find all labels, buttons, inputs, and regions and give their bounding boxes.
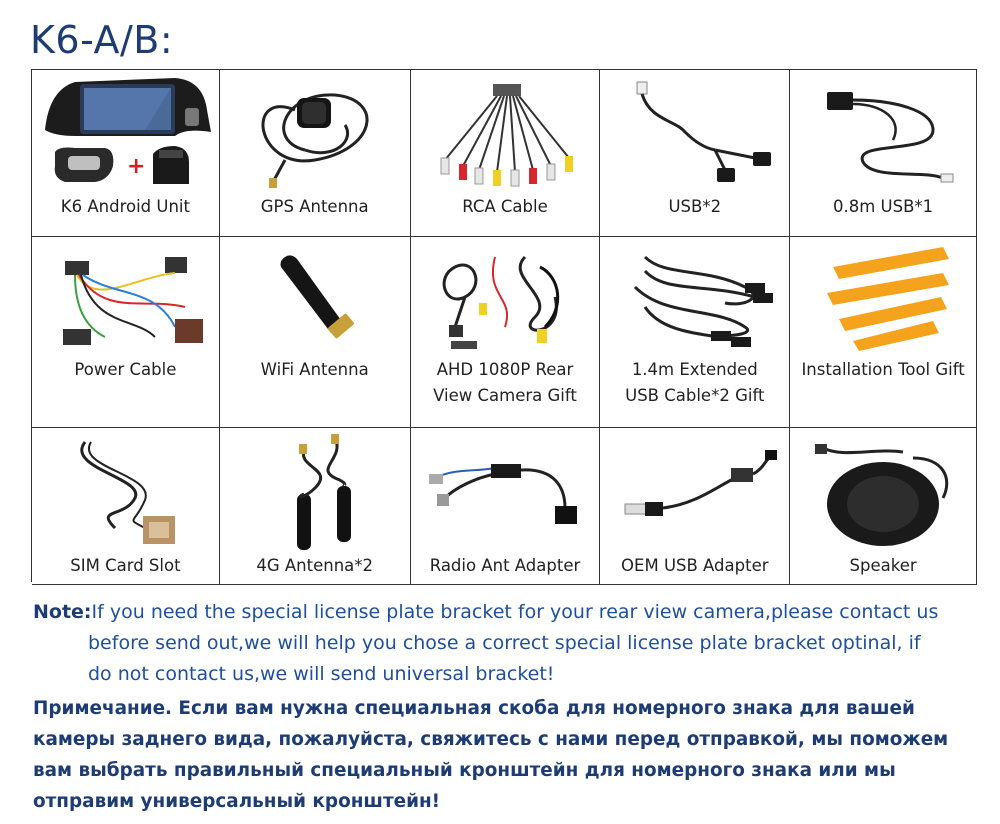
item-label: Power Cable xyxy=(74,360,177,379)
item-label: Speaker xyxy=(849,556,917,575)
note-text-3: do not contact us,we will send universal… xyxy=(88,663,555,685)
item-oem-usb-adapter: OEM USB Adapter xyxy=(600,428,791,584)
radio-adapter-image xyxy=(428,464,577,524)
item-power-cable: Power Cable xyxy=(32,237,220,427)
item-label: 1.4m Extended USB Cable*2 Gift xyxy=(625,360,765,405)
usb-cable-image xyxy=(636,81,771,182)
note-text-1: If you need the special license plate br… xyxy=(91,601,939,623)
usb-short-cable-image xyxy=(827,92,954,183)
item-4g-antenna: 4G Antenna*2 xyxy=(220,428,411,584)
note-line-1: Note:If you need the special license pla… xyxy=(33,597,983,628)
item-label: OEM USB Adapter xyxy=(621,556,769,575)
wifi-antenna-image xyxy=(280,255,354,339)
item-extended-usb: 1.4m Extended USB Cable*2 Gift xyxy=(600,237,791,427)
item-label: GPS Antenna xyxy=(260,197,369,216)
sim-card-slot-image xyxy=(80,441,176,544)
grid-row: + K6 Android Unit GPS Antenna xyxy=(32,70,977,237)
grid-row: Power Cable WiFi Antenna xyxy=(32,237,977,428)
item-radio-ant-adapter: Radio Ant Adapter xyxy=(411,428,601,584)
note-russian: Примечание. Если вам нужна специальная с… xyxy=(33,698,949,812)
item-installation-tool: Installation Tool Gift xyxy=(790,237,977,427)
note-label: Note: xyxy=(33,601,92,623)
item-gps-antenna: GPS Antenna xyxy=(220,70,411,236)
note-english: Note:If you need the special license pla… xyxy=(33,597,983,690)
item-usb-08m: 0.8m USB*1 xyxy=(790,70,977,236)
item-wifi-antenna: WiFi Antenna xyxy=(220,237,411,427)
svg-text:+: + xyxy=(127,154,145,179)
power-cable-image xyxy=(63,257,204,345)
item-rear-camera: AHD 1080P Rear View Camera Gift xyxy=(411,237,601,427)
item-speaker: Speaker xyxy=(790,428,977,584)
oem-usb-adapter-image xyxy=(624,450,777,516)
item-sim-card-slot: SIM Card Slot xyxy=(32,428,220,584)
item-label: 4G Antenna*2 xyxy=(256,556,374,575)
item-label: Installation Tool Gift xyxy=(801,360,965,379)
item-label: 0.8m USB*1 xyxy=(832,197,934,216)
rear-camera-image xyxy=(442,255,560,349)
item-label: Radio Ant Adapter xyxy=(429,556,581,575)
gps-antenna-image xyxy=(261,93,369,188)
speaker-image xyxy=(815,444,949,546)
item-rca-cable: RCA Cable xyxy=(411,70,601,236)
grid-row: SIM Card Slot 4G Antenna*2 xyxy=(32,428,977,585)
item-label: WiFi Antenna xyxy=(260,360,369,379)
note-text-2: before send out,we will help you chose a… xyxy=(88,632,921,654)
rca-cable-image xyxy=(440,84,573,187)
item-label: RCA Cable xyxy=(462,197,548,216)
accessory-grid: + K6 Android Unit GPS Antenna xyxy=(31,69,977,585)
item-usb-2: USB*2 xyxy=(600,70,791,236)
item-label: K6 Android Unit xyxy=(60,197,190,216)
item-android-unit: + K6 Android Unit xyxy=(32,70,220,236)
item-label: AHD 1080P Rear View Camera Gift xyxy=(433,360,577,405)
item-label: SIM Card Slot xyxy=(70,556,181,575)
android-unit-image: + xyxy=(45,78,212,184)
installation-tool-image xyxy=(827,247,950,351)
4g-antenna-image xyxy=(296,434,351,550)
extended-usb-image xyxy=(633,255,773,347)
item-label: USB*2 xyxy=(668,197,722,216)
page-title: K6-A/B: xyxy=(30,18,174,62)
